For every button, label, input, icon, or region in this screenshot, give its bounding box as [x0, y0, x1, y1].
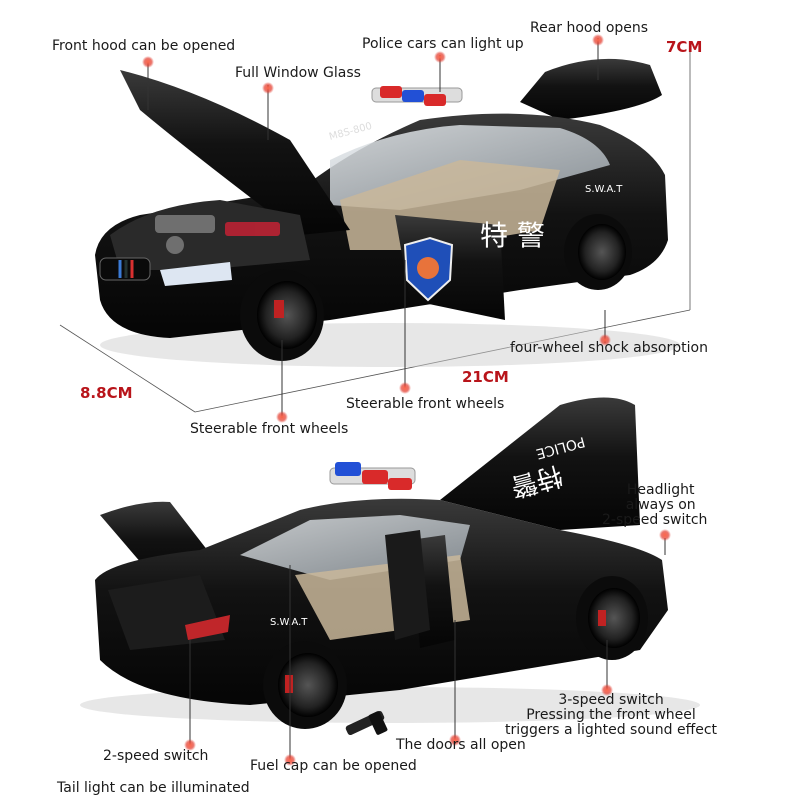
dimension-height: 7CM: [666, 38, 703, 56]
callout-window-glass: Full Window Glass: [235, 65, 361, 81]
sound-line-2: Pressing the front wheel: [526, 707, 696, 723]
top-car-chinese-text: 特 警: [480, 219, 545, 252]
bottom-light-bar: [329, 462, 416, 490]
callout-fuel-cap: Fuel cap can be opened: [250, 758, 417, 774]
top-car-plate-text: M8S-800: [328, 121, 373, 143]
sound-line-1: 3-speed switch: [558, 692, 664, 708]
callout-shock-absorption: four-wheel shock absorption: [510, 340, 708, 356]
callout-doors-open: The doors all open: [396, 737, 526, 753]
headlight-line-1: Headlight: [626, 482, 695, 498]
bottom-car: POLICE 特警 S.W.A.T: [80, 397, 700, 735]
bottom-front-hood: [440, 397, 640, 530]
top-car-swat-text: S.W.A.T: [585, 184, 623, 195]
screw-part: [345, 711, 388, 735]
callout-two-speed-switch: 2-speed switch: [103, 748, 209, 764]
callout-tail-light: Tail light can be illuminated: [57, 780, 250, 796]
top-light-bar: [371, 86, 463, 106]
top-car: 特 警 S.W.A.T M8S-800: [59, 50, 691, 413]
police-badge: [403, 236, 454, 302]
callout-dots: [142, 34, 671, 766]
top-rear-wheel: [564, 214, 632, 290]
rear-hood: [520, 58, 662, 120]
dimension-width: 8.8CM: [80, 384, 133, 402]
headlight-line-3: 2-speed switch: [602, 512, 708, 528]
callout-front-hood: Front hood can be opened: [52, 38, 236, 54]
bottom-front-wheel: [576, 576, 648, 660]
callout-steerable-wheels-left: Steerable front wheels: [190, 421, 349, 437]
headlight-line-2: always on: [625, 497, 696, 513]
sound-line-3: triggers a lighted sound effect: [505, 722, 718, 738]
leader-lines: [147, 38, 666, 760]
callout-steerable-wheels-mid: Steerable front wheels: [346, 396, 505, 412]
bottom-open-door-front: [385, 530, 430, 640]
top-front-wheel: [240, 269, 324, 361]
callout-sound-effect: 3-speed switch Pressing the front wheel …: [505, 693, 717, 738]
callout-rear-hood: Rear hood opens: [530, 20, 649, 36]
bottom-rear-wheel: [263, 641, 347, 729]
bottom-car-swat-text: S.W.A.T: [270, 617, 308, 628]
callout-headlight: Headlight always on 2-speed switch: [602, 482, 707, 528]
callout-police-lights: Police cars can light up: [362, 36, 524, 52]
dimension-length: 21CM: [462, 368, 509, 386]
front-hood: [120, 70, 350, 235]
